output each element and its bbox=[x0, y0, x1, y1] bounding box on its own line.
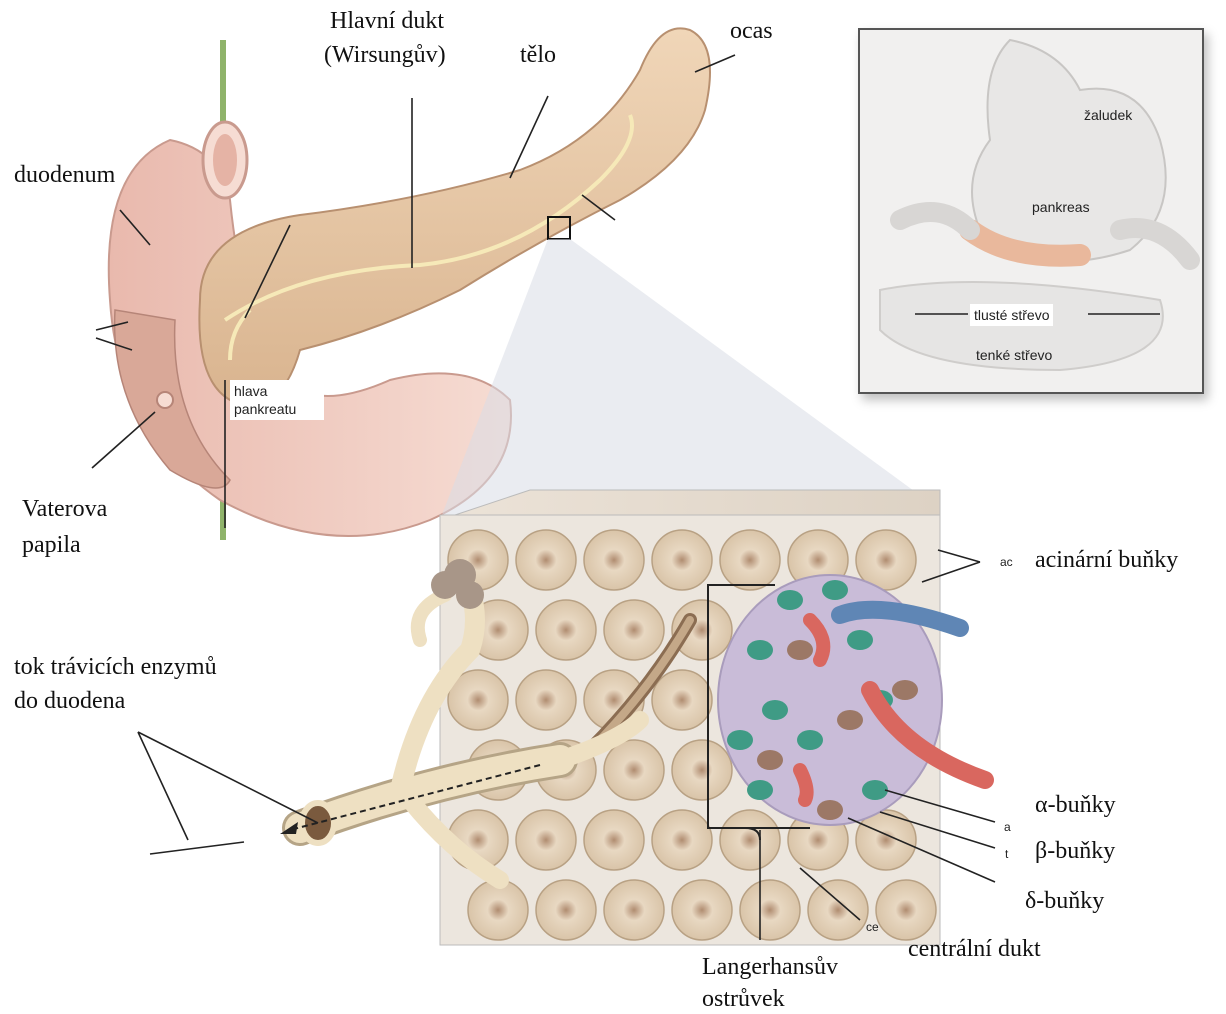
alpha-cell bbox=[847, 630, 873, 650]
alpha-cell bbox=[822, 580, 848, 600]
acinus bbox=[740, 880, 800, 940]
acinus bbox=[672, 740, 732, 800]
inset-anatomy: žaludek pankreas tlusté střevo tenké stř… bbox=[858, 28, 1204, 394]
acinus bbox=[604, 880, 664, 940]
label-delta: δ-buňky bbox=[1025, 886, 1104, 916]
acinus bbox=[516, 530, 576, 590]
delta-cell bbox=[892, 680, 918, 700]
delta-cell bbox=[757, 750, 783, 770]
label-beta: β-buňky bbox=[1035, 836, 1115, 866]
label-central-duct: centrální dukt bbox=[908, 934, 1041, 964]
label-acinar: acinární buňky bbox=[1035, 545, 1178, 575]
acinus bbox=[652, 530, 712, 590]
tissue-block bbox=[440, 490, 985, 945]
label-duodenum: duodenum bbox=[14, 160, 115, 190]
label-tail: ocas bbox=[730, 16, 773, 46]
label-cut-beta: t bbox=[1005, 845, 1008, 863]
label-cut-central: ce bbox=[866, 918, 879, 936]
acinus bbox=[536, 880, 596, 940]
delta-cell bbox=[787, 640, 813, 660]
label-cut-acinar: ac bbox=[1000, 553, 1013, 571]
acinus bbox=[720, 530, 780, 590]
label-islet-line2: ostrůvek bbox=[702, 984, 785, 1014]
inset-label-pancreas: pankreas bbox=[1028, 196, 1094, 218]
acinus bbox=[808, 880, 868, 940]
label-enzyme-line1: tok trávicích enzymů bbox=[14, 652, 217, 682]
delta-cell bbox=[817, 800, 843, 820]
label-main-duct-line1: Hlavní dukt bbox=[330, 6, 444, 36]
acinus bbox=[516, 670, 576, 730]
label-body: tělo bbox=[520, 40, 556, 70]
inset-label-small-intestine: tenké střevo bbox=[972, 344, 1056, 366]
acinus bbox=[720, 810, 780, 870]
acinus bbox=[584, 530, 644, 590]
inset-label-stomach: žaludek bbox=[1080, 104, 1136, 126]
acinus bbox=[604, 740, 664, 800]
acinus bbox=[672, 880, 732, 940]
label-main-duct-line2: (Wirsungův) bbox=[324, 40, 446, 70]
label-head-box: hlava pankreatu bbox=[230, 380, 324, 420]
alpha-cell bbox=[762, 700, 788, 720]
acinus bbox=[536, 600, 596, 660]
label-enzyme-line2: do duodena bbox=[14, 686, 125, 716]
label-vater-line1: Vaterova bbox=[22, 494, 107, 524]
alpha-cell bbox=[797, 730, 823, 750]
acinus bbox=[516, 810, 576, 870]
label-head-line1: hlava bbox=[234, 382, 320, 400]
alpha-cell bbox=[727, 730, 753, 750]
acinus bbox=[876, 880, 936, 940]
delta-cell bbox=[837, 710, 863, 730]
alpha-cell bbox=[777, 590, 803, 610]
inset-label-large-intestine: tlusté střevo bbox=[970, 304, 1053, 326]
alpha-cell bbox=[747, 640, 773, 660]
acinus bbox=[652, 810, 712, 870]
label-head-line2: pankreatu bbox=[234, 400, 320, 418]
alpha-cell bbox=[747, 780, 773, 800]
label-alpha: α-buňky bbox=[1035, 790, 1116, 820]
acinus bbox=[604, 600, 664, 660]
alpha-cell bbox=[862, 780, 888, 800]
label-islet-line1: Langerhansův bbox=[702, 952, 838, 982]
acinus bbox=[652, 670, 712, 730]
label-cut-alpha: a bbox=[1004, 818, 1011, 836]
acinus bbox=[468, 880, 528, 940]
acinus bbox=[584, 810, 644, 870]
label-vater-line2: papila bbox=[22, 530, 81, 560]
